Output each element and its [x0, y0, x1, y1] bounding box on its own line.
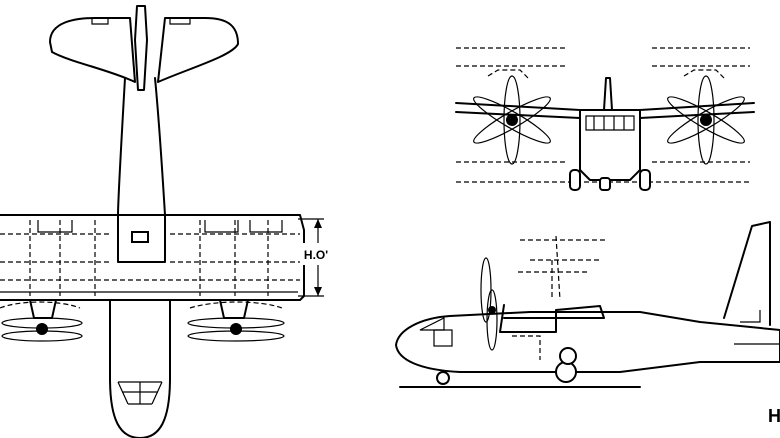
plan-fuselage-nose [109, 299, 171, 438]
plan-tailplane [49, 17, 239, 83]
plan-propeller-right [187, 301, 285, 342]
dimension-marker: H.O' [298, 218, 334, 297]
side-propeller [480, 257, 498, 351]
plan-fuselage-rear [117, 77, 166, 216]
corner-label: H [768, 406, 780, 426]
plan-view: H.O' [0, 5, 334, 438]
side-tail-fin [723, 221, 771, 326]
side-fuselage [395, 311, 780, 373]
plan-wing [0, 214, 305, 301]
dimension-label: H.O' [304, 248, 328, 262]
front-propeller-left [473, 69, 551, 165]
front-propeller-right [667, 69, 745, 165]
front-fuselage [579, 109, 641, 181]
side-view [395, 221, 780, 388]
plan-propeller-left [0, 301, 83, 342]
side-nacelle [499, 304, 605, 333]
front-view [455, 47, 755, 191]
plan-tail-fin [134, 5, 148, 91]
